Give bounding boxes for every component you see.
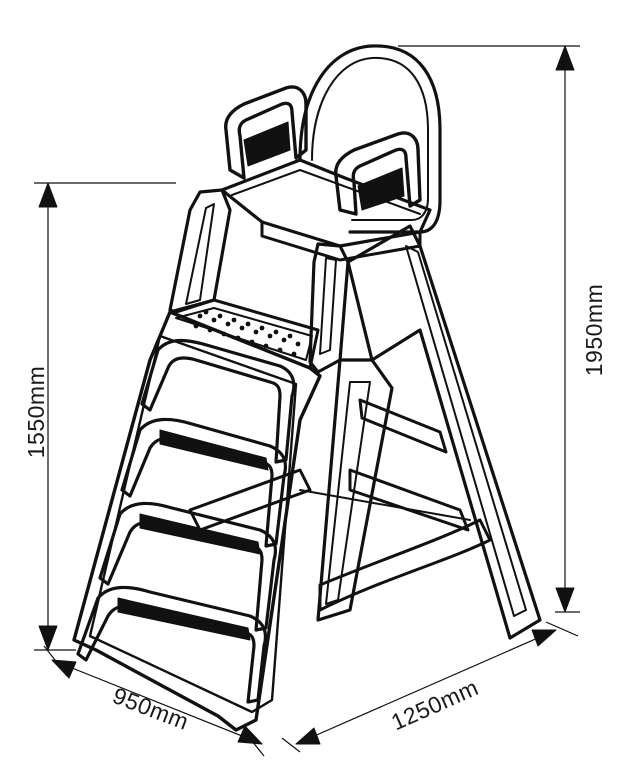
- arrow-right-icon: [237, 725, 263, 745]
- seat-height-label: 1550mm: [23, 366, 49, 458]
- front-ladder: [72, 310, 322, 732]
- arrow-left-icon: [295, 727, 321, 745]
- arrow-up-icon: [38, 182, 58, 208]
- dimension-depth: 1250mm: [281, 621, 579, 753]
- arrow-left-icon: [51, 659, 77, 679]
- arrow-down-icon: [38, 625, 58, 651]
- arrow-right-icon: [531, 629, 557, 647]
- left-armrest: [224, 85, 308, 180]
- total-height-label: 1950mm: [581, 284, 607, 376]
- dimension-total-height: 1950mm: [398, 45, 607, 613]
- front-right-upright: [308, 242, 350, 374]
- arrow-up-icon: [555, 45, 575, 71]
- backrest: [298, 44, 442, 234]
- chair-illustration: [72, 44, 542, 732]
- dimension-seat-height: 1550mm: [23, 182, 176, 651]
- right-armrest: [334, 131, 422, 216]
- ladder-rungs: [76, 338, 296, 704]
- width-label: 950mm: [109, 682, 192, 735]
- back-legs: [316, 224, 542, 640]
- rear-crossbars: [188, 398, 492, 612]
- arrow-down-icon: [555, 587, 575, 613]
